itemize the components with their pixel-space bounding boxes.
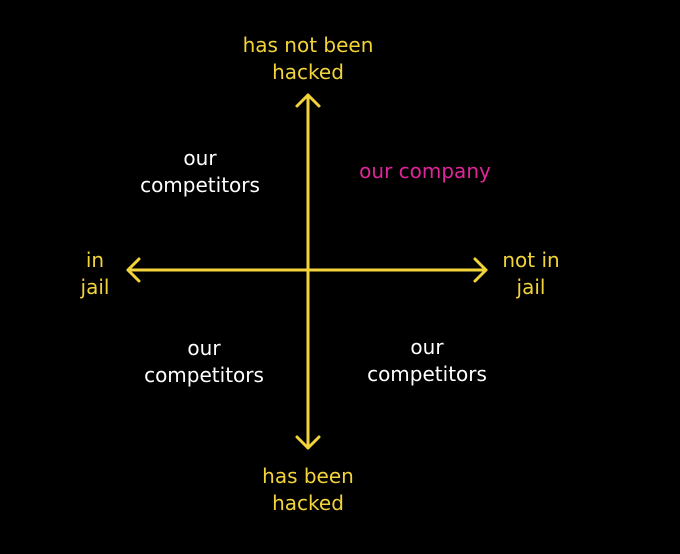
axis-label-top: has not been hacked — [242, 33, 374, 84]
arrow-down-icon — [295, 435, 321, 450]
quadrant-top-right-label: our company — [359, 159, 491, 183]
axis-label-right: not in jail — [502, 248, 560, 299]
quadrant-top-left-label: our competitors — [140, 146, 260, 197]
axis-label-bottom: has been hacked — [262, 464, 354, 515]
axis-label-left: in jail — [80, 248, 110, 299]
arrow-left-icon — [126, 257, 141, 283]
arrow-right-icon — [473, 257, 488, 283]
quadrant-bottom-right-label: our competitors — [367, 335, 487, 386]
quadrant-bottom-left-label: our competitors — [144, 336, 264, 387]
arrow-up-icon — [295, 93, 321, 108]
